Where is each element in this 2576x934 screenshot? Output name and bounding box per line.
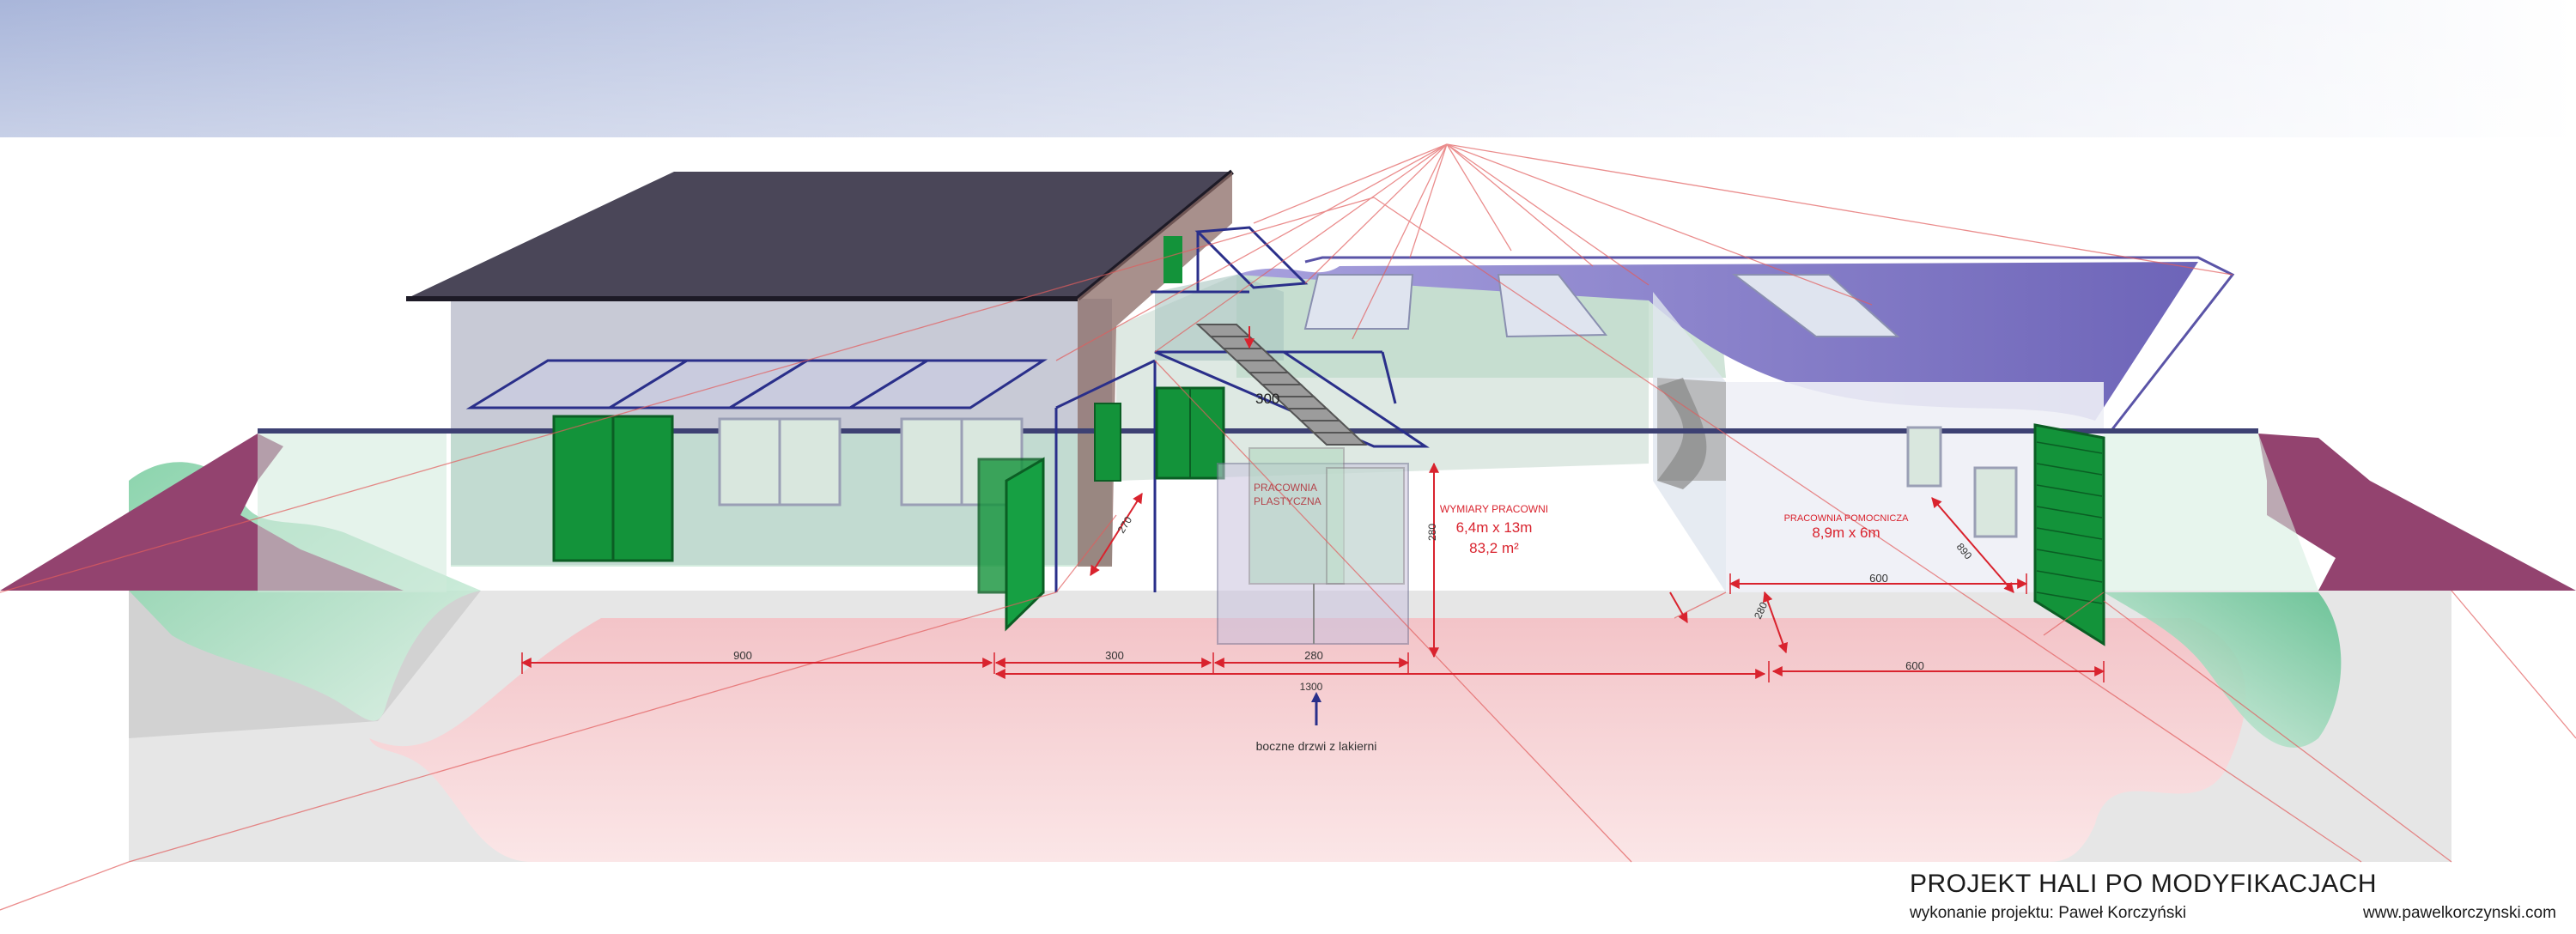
door-open-leaf bbox=[1005, 457, 1045, 632]
dimension-lines bbox=[520, 326, 2105, 679]
staircase bbox=[1195, 324, 1368, 446]
drawing-title: PROJEKT HALI PO MODYFIKACJACH bbox=[1910, 870, 2378, 898]
dim-label-300: 300 bbox=[1105, 649, 1124, 662]
door-side-small bbox=[1094, 403, 1121, 482]
workshop-area: 83,2 m² bbox=[1469, 540, 1519, 556]
dim-label-900: 900 bbox=[733, 649, 752, 662]
side-door-label: boczne drzwi z lakierni bbox=[1256, 739, 1377, 753]
perspective-lines bbox=[0, 143, 2576, 911]
author-credit: wykonanie projektu: Paweł Korczyński bbox=[1910, 904, 2187, 922]
garage-door-right bbox=[2033, 423, 2105, 646]
floor-pink bbox=[369, 618, 2246, 862]
dim-label-280-height: 280 bbox=[1426, 524, 1438, 541]
skylight-1 bbox=[1303, 274, 1414, 330]
auxiliary-size: 8,9m x 6m bbox=[1812, 525, 1880, 541]
dim-label-600-upper: 600 bbox=[1869, 572, 1888, 585]
dim-line-280-aux bbox=[1762, 591, 1789, 654]
dim-line-890 bbox=[1931, 497, 2014, 593]
right-roof bbox=[1236, 262, 2198, 421]
door-upper bbox=[1163, 236, 1182, 283]
skylight-2 bbox=[1497, 274, 1608, 338]
dim-label-300-stairs: 300 bbox=[1255, 391, 1279, 407]
dim-line-270 bbox=[1090, 492, 1143, 577]
dim-label-600-bottom: 600 bbox=[1905, 659, 1924, 672]
skylight-3 bbox=[1732, 274, 1900, 337]
workshop-dimensions-heading: WYMIARY PRACOWNI bbox=[1440, 503, 1548, 515]
green-area-right bbox=[2104, 592, 2342, 748]
dim-label-280: 280 bbox=[1304, 649, 1323, 662]
window-right-1 bbox=[1906, 426, 1942, 488]
website-link[interactable]: www.pawelkorczynski.com bbox=[2363, 904, 2556, 922]
auxiliary-heading: PRACOWNIA POMOCNICZA bbox=[1784, 513, 1910, 524]
main-roof bbox=[406, 172, 1232, 299]
workshop-label-line1: PRACOWNIA bbox=[1254, 482, 1317, 494]
ground-right bbox=[2258, 434, 2576, 591]
canopy-frames bbox=[465, 359, 1048, 409]
workshop-label-line2: PLASTYCZNA bbox=[1254, 495, 1321, 507]
workshop-size: 6,4m x 13m bbox=[1456, 519, 1533, 536]
dim-label-1300: 1300 bbox=[1300, 681, 1323, 693]
window-right-2 bbox=[1973, 466, 2018, 538]
